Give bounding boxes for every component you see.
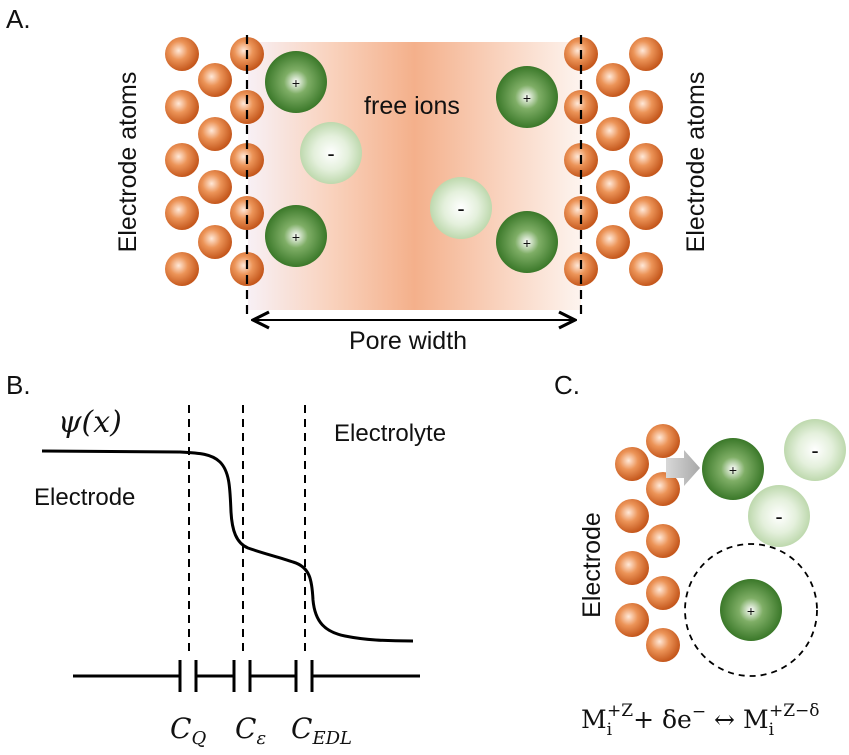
cation-sign: +	[747, 603, 755, 619]
electrode-atom	[198, 225, 232, 259]
anion-sign: -	[327, 141, 334, 166]
electrode-atom	[615, 603, 649, 637]
electrode-atom	[230, 196, 264, 230]
anion	[430, 177, 492, 239]
cap-q-label: CQ	[170, 712, 206, 749]
electrode-atom	[615, 499, 649, 533]
anion-sign: -	[457, 196, 464, 221]
electrode-atom	[165, 90, 199, 124]
anion	[748, 485, 810, 547]
electrode-atom	[646, 472, 680, 506]
electrode-atom	[198, 63, 232, 97]
electrode-atom	[230, 90, 264, 124]
electrode-atom	[596, 63, 630, 97]
anion	[300, 122, 362, 184]
anion-sign: -	[775, 504, 782, 529]
cation-sign: +	[729, 462, 737, 478]
cation	[496, 211, 558, 273]
reaction-equation: Mi+Z+ δe− ↔ Mi+Z−δ	[581, 701, 820, 740]
ions: + + + + - -	[265, 51, 558, 273]
cation	[265, 51, 327, 113]
electrode-atom	[646, 576, 680, 610]
right-electrode-atoms	[564, 37, 663, 286]
electrode-label: Electrode	[34, 484, 135, 511]
electrode-atom	[629, 143, 663, 177]
capacitor-circuit	[73, 660, 420, 692]
right-electrode-label: Electrode atoms	[682, 72, 710, 253]
left-electrode-atoms	[165, 37, 264, 286]
cation-sign: +	[523, 90, 531, 106]
solvation-shell	[684, 543, 818, 677]
electrode-atom	[165, 252, 199, 286]
electrode-atom	[646, 524, 680, 558]
transfer-arrow-icon	[666, 450, 700, 486]
electrode-atom	[198, 117, 232, 151]
electrode-atom	[165, 143, 199, 177]
potential-curve	[41, 449, 414, 643]
panel-b-label: B.	[6, 370, 31, 400]
anion-sign: -	[811, 438, 818, 463]
electrode-atom	[198, 170, 232, 204]
electrode-atom	[596, 170, 630, 204]
electrode-atom	[615, 447, 649, 481]
anion	[784, 419, 846, 481]
cation	[702, 438, 764, 500]
electrode-atom	[629, 196, 663, 230]
electrode-atom	[596, 117, 630, 151]
panel-c: C. Electrode + - - + Mi+Z+ δe− ↔ Mi+Z−δ	[554, 370, 846, 740]
free-ions-label: free ions	[364, 92, 460, 120]
panel-b: B. ψ(x) Electrode Electrolyte CQ Cε CEDL	[6, 370, 446, 749]
electrode-atom	[646, 628, 680, 662]
cation	[496, 66, 558, 128]
electrode-atom	[165, 37, 199, 71]
cation-sign: +	[292, 75, 300, 91]
electrode-atom	[629, 37, 663, 71]
electrode-atom	[564, 196, 598, 230]
cation-sign: +	[523, 235, 531, 251]
electrode-atom	[564, 90, 598, 124]
electrode-atom	[629, 252, 663, 286]
pore-width-label: Pore width	[349, 327, 467, 355]
cation	[265, 205, 327, 267]
electrode-atom	[596, 225, 630, 259]
electrode-atoms-c	[615, 424, 680, 662]
electrode-atom	[646, 424, 680, 458]
panel-a: A.	[6, 4, 710, 355]
electrolyte-label: Electrolyte	[334, 420, 446, 447]
electrode-atom	[629, 90, 663, 124]
cap-eps-label: Cε	[235, 712, 266, 749]
cap-edl-label: CEDL	[291, 712, 352, 749]
electrode-atom	[165, 196, 199, 230]
panel-c-label: C.	[554, 370, 580, 400]
left-electrode-label: Electrode atoms	[114, 72, 142, 253]
electrode-label-c: Electrode	[578, 512, 606, 618]
cation	[720, 579, 782, 641]
cation-sign: +	[292, 229, 300, 245]
panel-a-label: A.	[6, 4, 31, 34]
electrode-atom	[615, 551, 649, 585]
psi-label: ψ(x)	[58, 405, 122, 440]
